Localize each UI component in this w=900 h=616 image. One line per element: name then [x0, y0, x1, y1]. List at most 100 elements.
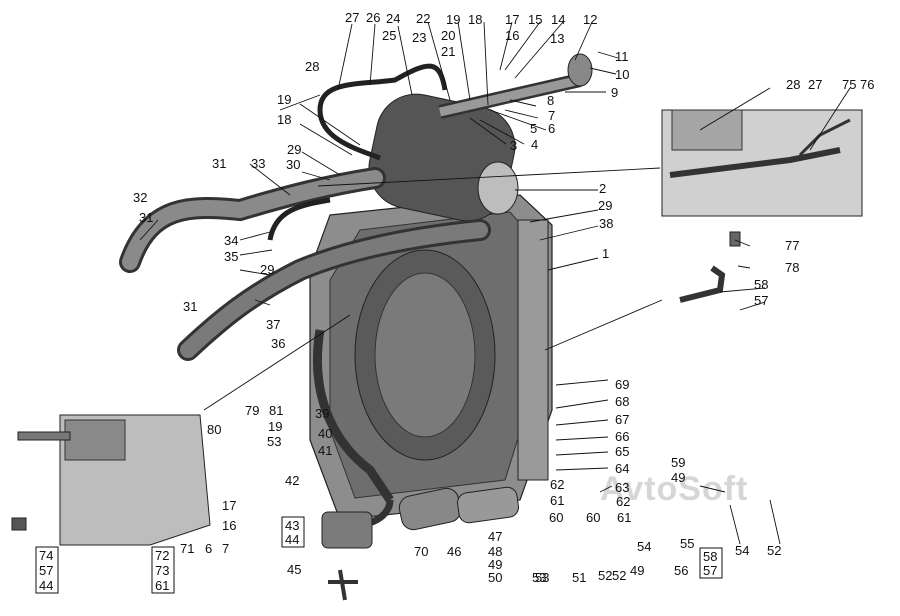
callout-48: 48 — [488, 544, 502, 559]
callout-44b: 44 — [39, 578, 53, 593]
callout-37: 37 — [266, 317, 280, 332]
callout-18b: 18 — [277, 112, 291, 127]
callout-42: 42 — [285, 473, 299, 488]
callout-54b: 54 — [735, 543, 749, 558]
callout-26: 26 — [366, 10, 380, 25]
callout-53a: 53 — [532, 570, 546, 585]
callout-57: 57 — [754, 293, 768, 308]
drain-valve — [328, 569, 358, 601]
callout-47: 47 — [488, 529, 502, 544]
callout-49a: 49 — [488, 557, 502, 572]
callout-69: 69 — [615, 377, 629, 392]
callout-31c: 31 — [183, 299, 197, 314]
callout-25: 25 — [382, 28, 396, 43]
radiator-core — [309, 194, 553, 521]
callout-31: 31 — [212, 156, 226, 171]
callout-20: 20 — [441, 28, 455, 43]
label-box-72-73-61 — [151, 546, 175, 594]
callout-12: 12 — [583, 12, 597, 27]
callout-56: 56 — [674, 563, 688, 578]
callout-5: 5 — [530, 121, 537, 136]
callout-39: 39 — [315, 406, 329, 421]
callout-35: 35 — [224, 249, 238, 264]
callout-2: 2 — [599, 181, 606, 196]
callout-16: 16 — [505, 28, 519, 43]
callout-52a: 52 — [598, 568, 612, 583]
watermark-text: AvtoSoft — [600, 470, 748, 508]
upper-hose — [119, 167, 386, 273]
callout-28b: 28 — [786, 77, 800, 92]
callout-62b: 62 — [616, 494, 630, 509]
callout-6b: 6 — [205, 541, 212, 556]
callout-17: 17 — [222, 498, 236, 513]
inset-detail-lower — [11, 414, 211, 546]
callout-67: 67 — [615, 412, 629, 427]
callout-52b: 52 — [767, 543, 781, 558]
callout-3: 3 — [510, 138, 517, 153]
inset-detail-upper — [661, 109, 863, 217]
callout-6: 6 — [548, 121, 555, 136]
callout-45: 45 — [287, 562, 301, 577]
callout-59: 59 — [671, 455, 685, 470]
callout-49b: 49 — [630, 563, 644, 578]
callout-43: 43 — [285, 518, 299, 533]
label-box-43-44 — [281, 516, 305, 548]
callout-71: 71 — [180, 541, 194, 556]
callout-55: 55 — [680, 536, 694, 551]
callout-10: 10 — [615, 67, 629, 82]
callout-80: 80 — [207, 422, 221, 437]
callout-61a: 61 — [550, 493, 564, 508]
callout-64: 64 — [615, 461, 629, 476]
callout-53b: 53 — [267, 434, 281, 449]
callout-29b: 29 — [260, 262, 274, 277]
callout-9: 9 — [611, 85, 618, 100]
callout-51: 51 — [572, 570, 586, 585]
leader-lines — [139, 21, 851, 545]
callout-19b: 19 — [268, 419, 282, 434]
callout-60b: 60 — [586, 510, 600, 525]
mounting-bracket — [679, 231, 741, 303]
coolant-tank-small — [321, 511, 373, 549]
callout-70: 70 — [414, 544, 428, 559]
callout-33: 33 — [251, 156, 265, 171]
callout-24: 24 — [386, 11, 400, 26]
callout-58: 58 — [754, 277, 768, 292]
callout-73: 73 — [155, 563, 169, 578]
callout-19: 19 — [446, 12, 460, 27]
callout-49c: 49 — [671, 470, 685, 485]
expansion-tank — [368, 93, 519, 222]
callout-60a: 60 — [549, 510, 563, 525]
callout-21: 21 — [441, 44, 455, 59]
callout-4: 4 — [531, 137, 538, 152]
lower-hose — [177, 219, 491, 361]
callout-52c: 52 — [612, 568, 626, 583]
callout-74: 74 — [39, 548, 53, 563]
callout-14: 14 — [551, 12, 565, 27]
callout-72: 72 — [155, 548, 169, 563]
drain-hose — [398, 486, 520, 531]
callout-7: 7 — [548, 108, 555, 123]
callout-58b: 58 — [703, 549, 717, 564]
callout-7b: 7 — [222, 541, 229, 556]
callout-40: 40 — [318, 426, 332, 441]
callout-68: 68 — [615, 394, 629, 409]
filler-pipe — [438, 53, 593, 119]
callout-8: 8 — [547, 93, 554, 108]
callout-50: 50 — [488, 570, 502, 585]
callout-66: 66 — [615, 429, 629, 444]
callout-1: 1 — [602, 246, 609, 261]
callout-16b: 16 — [222, 518, 236, 533]
callout-36: 36 — [271, 336, 285, 351]
callout-27: 27 — [345, 10, 359, 25]
callout-11: 11 — [615, 49, 629, 64]
label-box-74-57-44 — [35, 546, 59, 594]
callout-labels: 1 2 3 4 5 6 7 8 9 10 11 12 13 14 15 16 1… — [39, 10, 874, 593]
callout-38: 38 — [599, 216, 613, 231]
callout-61b: 61 — [617, 510, 631, 525]
callout-41: 41 — [318, 443, 332, 458]
callout-62a: 62 — [550, 477, 564, 492]
callout-23: 23 — [412, 30, 426, 45]
callout-57c: 57 — [39, 563, 53, 578]
callout-63: 63 — [615, 480, 629, 495]
